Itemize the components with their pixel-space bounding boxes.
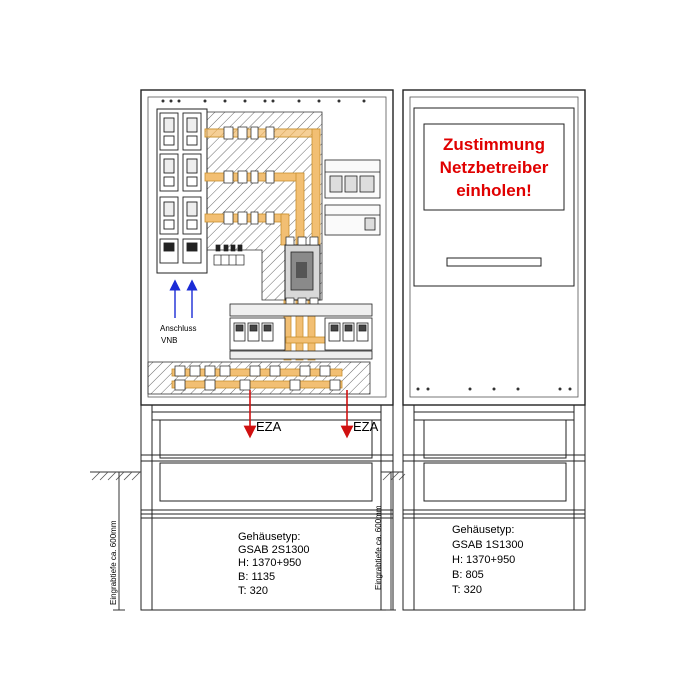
housing-height: H: 1370+950 bbox=[238, 557, 301, 569]
main-breaker bbox=[284, 236, 321, 307]
left-housing-spec: Gehäusetyp: GSAB 2S1300 H: 1370+950 B: 1… bbox=[238, 531, 310, 597]
din-modules bbox=[324, 159, 381, 236]
top-screws bbox=[161, 99, 366, 103]
left-cabinet: Anschluss VNB EZA EZA Gehäusetyp: GSAB 2… bbox=[140, 89, 394, 611]
left-cabinet-base bbox=[140, 404, 394, 611]
housing-title: Gehäusetyp: bbox=[238, 531, 300, 543]
eza-output-label: EZA bbox=[256, 419, 282, 434]
warning-sign bbox=[423, 123, 565, 211]
housing-width: B: 1135 bbox=[238, 571, 275, 583]
ground-line bbox=[90, 471, 406, 611]
bottom-terminals bbox=[174, 365, 341, 391]
eza-output-label: EZA bbox=[353, 419, 379, 434]
right-cabinet-door bbox=[409, 96, 579, 398]
supply-label-2: VNB bbox=[161, 336, 177, 345]
housing-type: GSAB 2S1300 bbox=[238, 544, 310, 556]
housing-depth: T: 320 bbox=[452, 584, 482, 596]
small-terminal-row bbox=[213, 244, 245, 266]
supply-label: Anschluss bbox=[160, 324, 196, 333]
housing-width: B: 805 bbox=[452, 569, 484, 581]
warning-line-1: Zustimmung bbox=[443, 135, 545, 154]
housing-height: H: 1370+950 bbox=[452, 554, 515, 566]
warning-line-2: Netzbetreiber bbox=[440, 158, 549, 177]
lower-fuse-strip bbox=[229, 303, 373, 360]
housing-title: Gehäusetyp: bbox=[452, 524, 514, 536]
depth-note-left: Eingrabtiefe ca. 600mm bbox=[109, 520, 118, 605]
eza-outputs bbox=[243, 390, 354, 439]
left-cabinet-inner-frame bbox=[147, 96, 387, 398]
right-cabinet-base bbox=[402, 404, 586, 611]
right-cabinet: Zustimmung Netzbetreiber einholen! Gehäu… bbox=[402, 89, 586, 611]
busbar-terminals bbox=[223, 126, 275, 225]
incoming-supply-arrows bbox=[169, 279, 198, 318]
housing-depth: T: 320 bbox=[238, 585, 268, 597]
depth-note-right: Eingrabtiefe ca. 600mm bbox=[374, 505, 383, 590]
door-handle-slot bbox=[446, 257, 542, 267]
fuse-holders bbox=[159, 112, 202, 264]
right-housing-spec: Gehäusetyp: GSAB 1S1300 H: 1370+950 B: 8… bbox=[452, 524, 524, 596]
bottom-screws bbox=[416, 387, 572, 391]
housing-type: GSAB 1S1300 bbox=[452, 539, 524, 551]
warning-line-3: einholen! bbox=[456, 181, 532, 200]
